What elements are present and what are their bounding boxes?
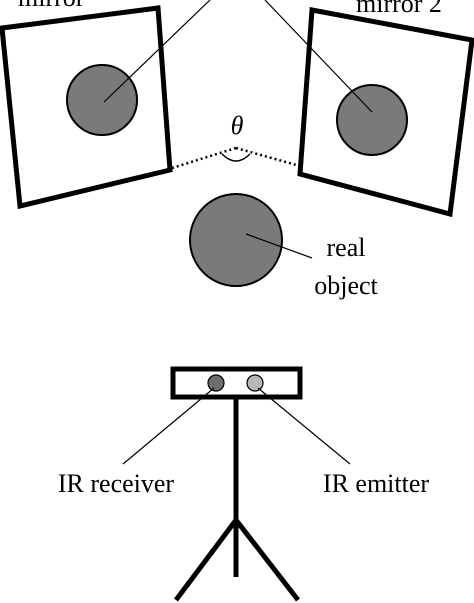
- mirror-1-reflection: [66, 64, 138, 136]
- tripod-leg-right: [234, 518, 300, 602]
- ir-emitter-leader-line: [257, 387, 351, 465]
- ir-receiver-label: IR receiver: [58, 469, 175, 498]
- real-object: [189, 193, 283, 287]
- theta-label: θ: [231, 111, 244, 140]
- ir-receiver-lens: [207, 374, 225, 392]
- angle-arc: [221, 153, 251, 162]
- mirror-2-reflection: [336, 84, 408, 156]
- angle-ray-right: [235, 146, 301, 168]
- mirror-2-leader-line: [264, 0, 373, 113]
- angle-ray-left: [171, 146, 237, 170]
- ir-device: [122, 366, 351, 602]
- mirror-1-label: mirror: [18, 0, 85, 12]
- mirror-1-leader-line: [103, 0, 211, 103]
- mirror-1: [0, 5, 173, 210]
- ir-sensor-bar: [170, 366, 303, 400]
- real-object-label-line2: object: [314, 271, 378, 300]
- mirror-2: [297, 7, 474, 218]
- real-object-leader-line: [245, 233, 313, 259]
- mirror-2-label: mirror 2: [356, 0, 442, 18]
- ir-emitter-lens: [246, 374, 264, 392]
- ir-receiver-leader-line: [122, 387, 215, 465]
- ir-emitter-label: IR emitter: [323, 469, 429, 498]
- tripod-leg-left: [174, 518, 238, 602]
- real-object-label-line1: real: [327, 233, 366, 262]
